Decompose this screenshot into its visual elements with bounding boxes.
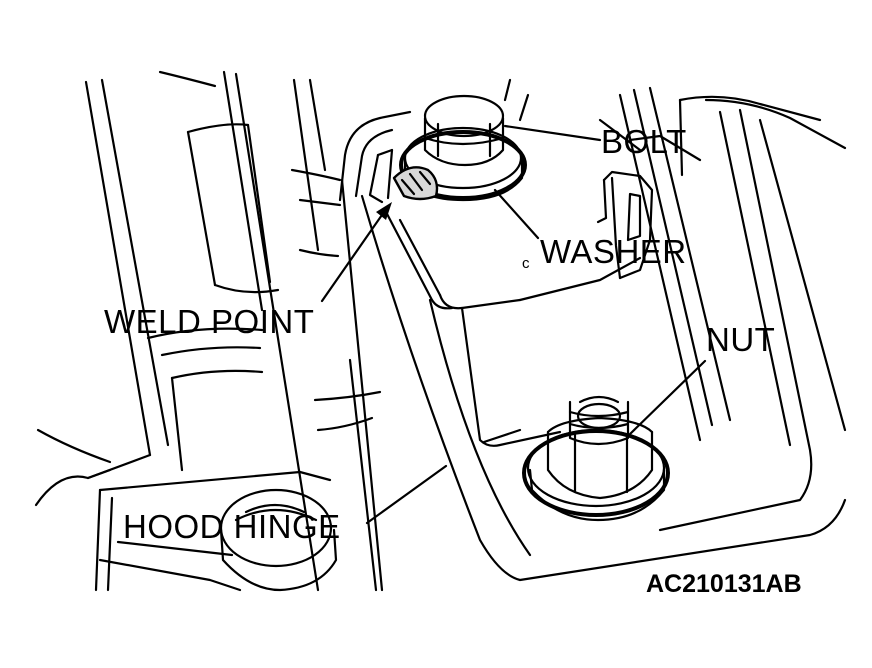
- nut-assembly: [522, 395, 670, 522]
- bolt-label: BOLT: [601, 123, 687, 160]
- hood-hinge-label: HOOD HINGE: [123, 508, 341, 545]
- weld-point-spot: [392, 166, 439, 201]
- figure-id: AC210131AB: [646, 570, 802, 598]
- washer-label: WASHER: [540, 233, 687, 270]
- background-panel: [36, 70, 384, 592]
- weld-leader-arrowhead: [376, 202, 392, 220]
- mounting-bracket: [338, 78, 847, 582]
- washer-leader: [493, 188, 540, 240]
- bolt-leader: [503, 124, 602, 142]
- side-clip: [596, 170, 654, 280]
- leader-lines: [320, 124, 707, 525]
- weld-point-leader: [320, 210, 386, 303]
- weld-point-label: WELD POINT: [104, 303, 315, 340]
- stray-mark: c: [522, 255, 530, 272]
- hood-hinge-leader: [365, 464, 448, 525]
- nut-leader: [628, 359, 707, 436]
- hood-hinge: [34, 468, 338, 592]
- nut-label: NUT: [706, 321, 776, 358]
